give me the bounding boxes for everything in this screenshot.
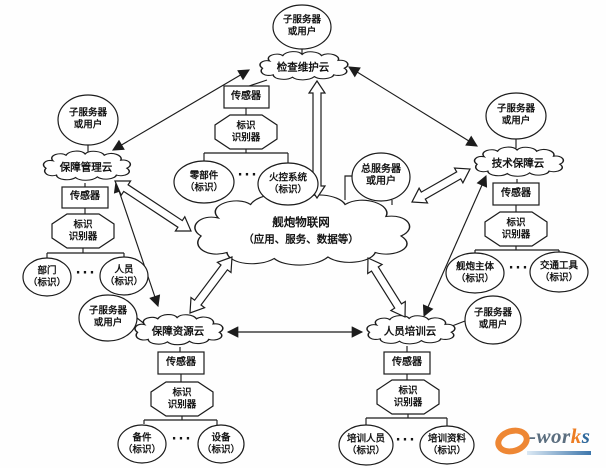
cloud-personnel-training [366, 314, 456, 345]
circle-sub-server-bottomleft [78, 294, 138, 342]
ellipse-parts [173, 160, 235, 204]
circle-sub-server-right [485, 92, 547, 140]
octagon-identifier-bottomleft [150, 381, 214, 417]
connector-right-branch [474, 139, 560, 254]
eworks-logo: -works [492, 423, 605, 464]
arrow-management-center [114, 180, 192, 232]
connector-top-branch [203, 49, 303, 164]
circle-main-server [351, 152, 411, 202]
ellipse-gun-body [445, 252, 505, 294]
link-management-inspection [112, 69, 250, 151]
cloud-naval-gun-iot [193, 193, 411, 267]
eworks-logo-wor: -wor [529, 424, 571, 448]
ellipse-fire-control [257, 162, 319, 206]
connector-main-server [344, 175, 393, 205]
ellipse-trainee [338, 424, 394, 466]
eworks-logo-k: k [570, 424, 582, 448]
link-technical-training [422, 174, 488, 318]
connector-bottomleft-branch [136, 317, 218, 425]
arrow-technical-center [411, 167, 471, 204]
box-sensor-right [492, 182, 540, 206]
box-sensor-left [61, 186, 109, 209]
ellipse-department [22, 257, 72, 297]
connector-left-branch [46, 145, 125, 259]
octagon-identifier-bottomright [376, 379, 440, 415]
link-inspection-technical [348, 66, 478, 147]
circle-sub-server-left [57, 94, 119, 146]
box-sensor-top [223, 85, 270, 109]
cloud-inspection-maintenance [259, 50, 349, 81]
ellipse-equipment [197, 424, 245, 464]
cloud-support-resource [134, 313, 224, 346]
ellipse-personnel [99, 256, 149, 296]
arrow-training-center [367, 257, 406, 318]
arrow-resource-center [189, 256, 233, 314]
box-sensor-bottomleft [157, 351, 205, 375]
cloud-technical-support [473, 146, 565, 178]
ellipse-spare [117, 424, 167, 464]
ellipse-material [419, 425, 475, 465]
cloud-support-management [42, 150, 132, 181]
eworks-logo-text: -works [529, 424, 590, 449]
octagon-identifier-right [484, 211, 548, 247]
eworks-logo-s: s [581, 424, 591, 448]
ellipse-vehicle [529, 251, 589, 293]
connector-bottomright-branch [365, 320, 466, 427]
octagon-identifier-top [214, 114, 278, 150]
arrow-inspection-center [307, 79, 327, 200]
link-management-resource [113, 180, 161, 308]
circle-sub-server-top [272, 4, 332, 50]
octagon-identifier-left [51, 213, 115, 249]
circle-sub-server-bottomright [464, 295, 522, 345]
eworks-logo-underline [527, 451, 591, 455]
box-sensor-bottomright [383, 351, 431, 375]
